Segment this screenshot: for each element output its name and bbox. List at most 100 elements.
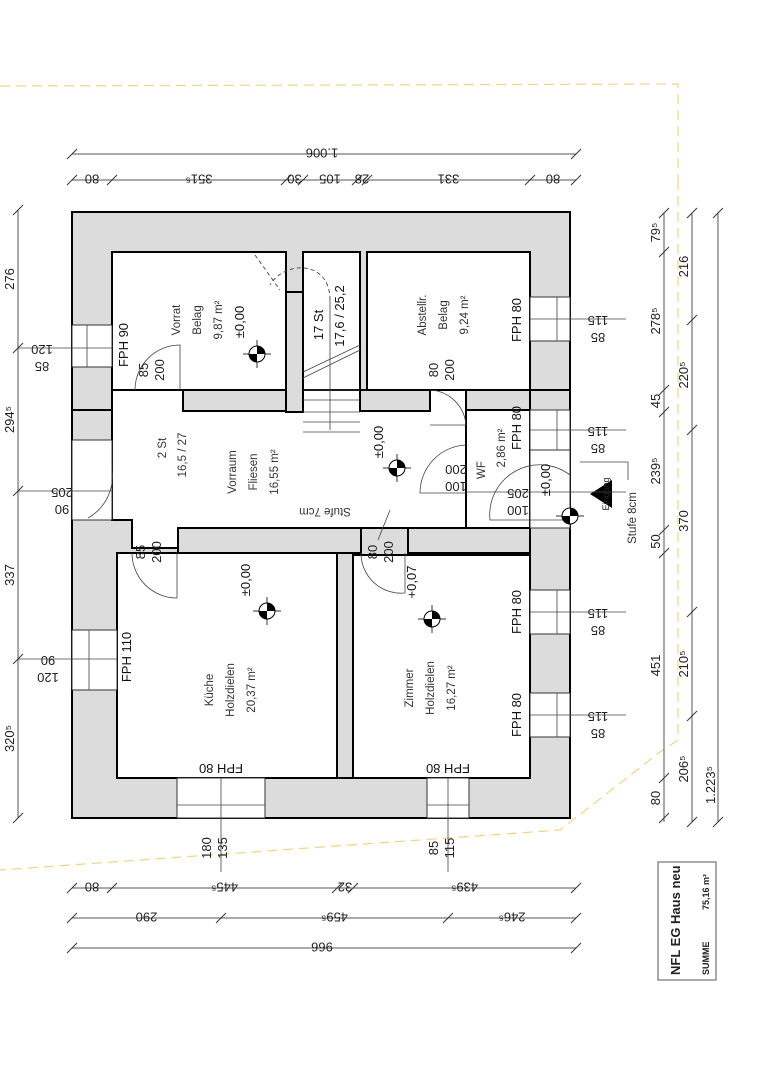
dimension-tick: [658, 207, 670, 219]
level-zimmer: +0,07: [404, 566, 419, 599]
dimension-tick: [215, 912, 227, 924]
annotation-step-hall: Stufe 7cm: [299, 505, 351, 517]
svg-text:16,55 m²: 16,55 m²: [269, 449, 281, 495]
dimension-tick: [12, 812, 24, 824]
dimension-tick: [280, 174, 292, 186]
opening-dim-value: 85: [591, 330, 605, 345]
stair-main-ratio: 17,6 / 25,2: [332, 285, 347, 346]
level-marker-kueche: [253, 597, 281, 625]
dim-label: 451: [648, 655, 663, 677]
opening-dim-value: 200: [152, 359, 167, 381]
annotation-entrance: Eingang: [601, 477, 611, 510]
dim-label: 105: [319, 171, 341, 186]
dimension-tick: [658, 406, 670, 418]
level-vorraum: ±0,00: [371, 426, 386, 458]
dim-label: 79⁵: [648, 223, 663, 243]
dimension-tick: [712, 207, 724, 219]
svg-text:16,27 m²: 16,27 m²: [446, 665, 458, 711]
dim-label: 210⁵: [676, 650, 691, 677]
level-markers: [243, 340, 584, 633]
opening-dim-value: 85: [35, 359, 49, 374]
dimension-tick: [570, 912, 582, 924]
dimension-tick: [686, 816, 698, 828]
title-block-sum-label: SUMME: [701, 942, 711, 976]
dim-label: 439⁵: [451, 879, 478, 894]
dim-label: 370: [676, 510, 691, 532]
svg-text:Holzdielen: Holzdielen: [225, 663, 237, 717]
dim-label: 351⁵: [185, 171, 212, 186]
dim-label: 206⁵: [676, 755, 691, 782]
opening-dim-value: 205: [507, 486, 529, 501]
property-line: [0, 83, 679, 871]
dim-label: 445⁵: [211, 879, 238, 894]
dim-label: 80: [85, 171, 99, 186]
level-kueche: ±0,00: [238, 564, 253, 596]
room-label-vorrat: Vorrat Belag 9,87 m² ±0,00: [171, 300, 247, 339]
room-label-kueche: Küche Holzdielen 20,37 m²: [204, 663, 258, 717]
room-label-wf: WF: [476, 461, 488, 479]
dimension-tick: [442, 912, 454, 924]
dim-label: 32: [338, 879, 352, 894]
dimension-tick: [351, 174, 363, 186]
level-marker-zimmer: [418, 605, 446, 633]
dim-label: 239⁵: [648, 457, 663, 484]
window-label-zimmer-e1: FPH 80: [509, 590, 524, 634]
opening-dim-value: 85: [591, 726, 605, 741]
svg-text:±0,00: ±0,00: [232, 306, 247, 338]
dim-label: 50: [648, 534, 663, 548]
dim-label: 459⁵: [321, 909, 348, 924]
opening-dim-value: 90: [55, 502, 69, 517]
dimension-tick: [361, 174, 373, 186]
dim-label: 320⁵: [2, 725, 17, 752]
svg-text:Küche: Küche: [204, 674, 216, 707]
dim-label: 246⁵: [498, 909, 525, 924]
dimension-tick: [658, 772, 670, 784]
dim-label: 30: [287, 171, 301, 186]
svg-text:20,37 m²: 20,37 m²: [246, 667, 258, 713]
dim-label: 276: [2, 268, 17, 290]
opening-dim-value: 85: [426, 841, 441, 855]
opening-dim-value: 115: [588, 424, 609, 439]
window-label-abstell: FPH 80: [509, 298, 524, 342]
dim-label: 331: [438, 171, 460, 186]
stair-entry-steps: 2 St: [157, 437, 169, 458]
title-block-sum-value: 75,16 m²: [701, 874, 711, 910]
opening-dim-value: 135: [215, 837, 230, 859]
dimension-tick: [12, 653, 24, 665]
annotation-step-entry: Stufe 8cm: [627, 492, 639, 544]
dim-label: 80: [85, 879, 99, 894]
dim-label: 80: [648, 791, 663, 805]
room-label-vorraum: Vorraum Fliesen 16,55 m²: [227, 449, 281, 495]
opening-dim-value: 90: [41, 653, 55, 668]
opening-dim-value: 85: [591, 441, 605, 456]
dimension-tick: [686, 606, 698, 618]
dimension-tick: [658, 384, 670, 396]
entrance-arrow-icon: [590, 480, 612, 508]
dim-label: 80: [546, 171, 560, 186]
dimension-tick: [658, 547, 670, 559]
dimension-tick: [66, 148, 78, 160]
dim-label: 337: [2, 564, 17, 586]
dimension-tick: [570, 882, 582, 894]
window-label-vorrat: FPH 90: [116, 323, 131, 367]
opening-dim-value: 200: [149, 541, 164, 563]
opening-dim-value: 100: [445, 479, 467, 494]
level-marker-entry: [556, 502, 584, 530]
dimension-tick: [66, 882, 78, 894]
dim-right-total: 1.223⁵: [703, 766, 718, 804]
svg-text:Belag: Belag: [192, 305, 204, 334]
svg-text:Belag: Belag: [438, 300, 450, 329]
svg-text:9,87 m²: 9,87 m²: [213, 300, 225, 339]
svg-text:Fliesen: Fliesen: [248, 453, 260, 490]
dimension-tick: [347, 882, 359, 894]
level-entry: ±0,00: [538, 464, 553, 496]
